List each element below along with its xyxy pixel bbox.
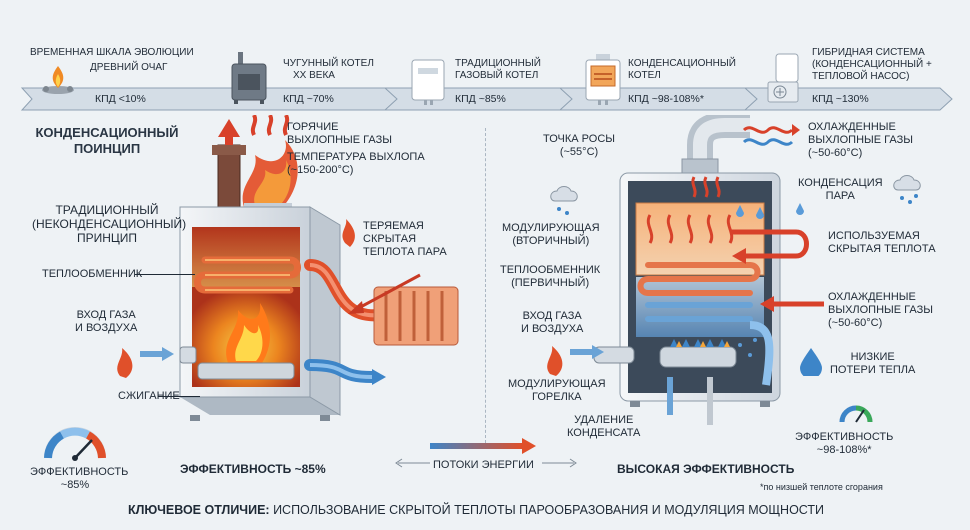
dew-point-label: Точка росы(~55°C) [543,133,616,158]
energy-flow-left-arrow [395,458,430,468]
section-divider [485,128,486,443]
hot-exhaust-label: Горячиевыхлопные газы [287,121,392,146]
traditional-principle-label: Традиционный(неконденсационный)принцип [32,203,187,245]
timeline-kpd-4: КПД ~98-108%* [628,93,704,105]
efficiency-gauge-left [44,427,106,461]
efficiency-right-big: Высокая эффективность [617,462,795,476]
lost-latent-heat-label: Теряемаяскрытаятеплота пара [363,220,447,258]
timeline-item-gas-title: Традиционныйгазовый котел [455,58,541,81]
condensing-boiler-icon [585,54,621,105]
efficiency-gauge-right [839,405,873,423]
cooled-exhaust-bottom-label: Охлажденныевыхлопные газы(~50-60°C) [828,291,933,329]
low-heat-loss-label: Низкиепотери тепла [830,351,916,376]
modulating-secondary-label: Модулирующая(вторичный) [502,222,600,247]
cast-iron-boiler-icon [231,52,267,104]
key-difference: Ключевое отличие: Использование скрытой … [128,503,825,517]
combustion-leader [158,396,200,397]
traditional-boiler-illustration [179,115,459,421]
used-latent-heat-label: Используемаяскрытая теплота [828,230,936,255]
timeline-item-condensing-title: Конденсационныйкотел [628,58,736,81]
footnote: *по низшей теплоте сгорания [760,482,883,492]
exhaust-temperature-label: Температура выхлопа(~150-200°C) [287,151,425,176]
hybrid-system-icon [767,53,799,103]
primary-exchanger-label: Теплообменник(первичный) [500,264,601,289]
rain-cloud-icon-left [550,186,578,215]
condensate-drain-label: Удалениеконденсата [567,414,641,439]
combustion-label: Сжигание [118,390,180,402]
cooled-gas-arrow [760,296,824,312]
heat-exchanger-label: Теплообменник [42,268,143,280]
cooled-gas-waves [742,124,800,146]
energy-flow-arrow [430,438,536,454]
gas-air-inlet-label: Вход газаи воздуха [75,309,138,334]
efficiency-left-small: Эффективность~85% [30,466,129,491]
efficiency-right-small: Эффективность~98-108%* [795,431,894,456]
gas-boiler-icon [411,59,445,105]
cooled-exhaust-top-label: Охлажденныевыхлопные газы(~50-60°C) [808,121,913,159]
principle-title: Конденсационныйпоинцип [35,125,179,156]
latent-heat-loop-arrow [730,229,809,264]
vapor-condensation-label: Конденсацияпара [798,177,883,202]
heat-exchanger-leader [135,274,195,275]
timeline-kpd-2: КПД ~70% [283,93,334,105]
gas-inlet-icon-right [547,345,604,376]
modulating-burner-label: Модулирующаягорелка [508,378,606,403]
timeline-item-hybrid-title: Гибридная система(конденсационный +тепло… [812,47,932,82]
energy-flow-right-arrow [542,458,577,468]
timeline-item-hearth-title: Древний очаг [90,62,168,73]
gas-inlet-icon [117,347,174,378]
timeline-heading: Временная шкала эволюции [30,47,194,58]
gas-air-inlet-right-label: Вход газаи воздуха [521,310,584,335]
water-drop-icon [800,348,822,376]
condensing-boiler-illustration [593,115,781,425]
rain-cloud-icon-right [893,175,921,204]
timeline-kpd-3: КПД ~85% [455,93,506,105]
timeline-kpd-5: КПД ~130% [812,93,869,105]
hearth-icon [42,66,74,94]
timeline-kpd-1: КПД <10% [95,93,146,105]
condensation-droplets [736,203,804,219]
timeline-item-cast-iron-title: Чугунный котелXX века [283,58,374,81]
energy-flows-label: Потоки энергии [433,459,534,471]
efficiency-left-big: Эффективность ~85% [180,462,326,476]
